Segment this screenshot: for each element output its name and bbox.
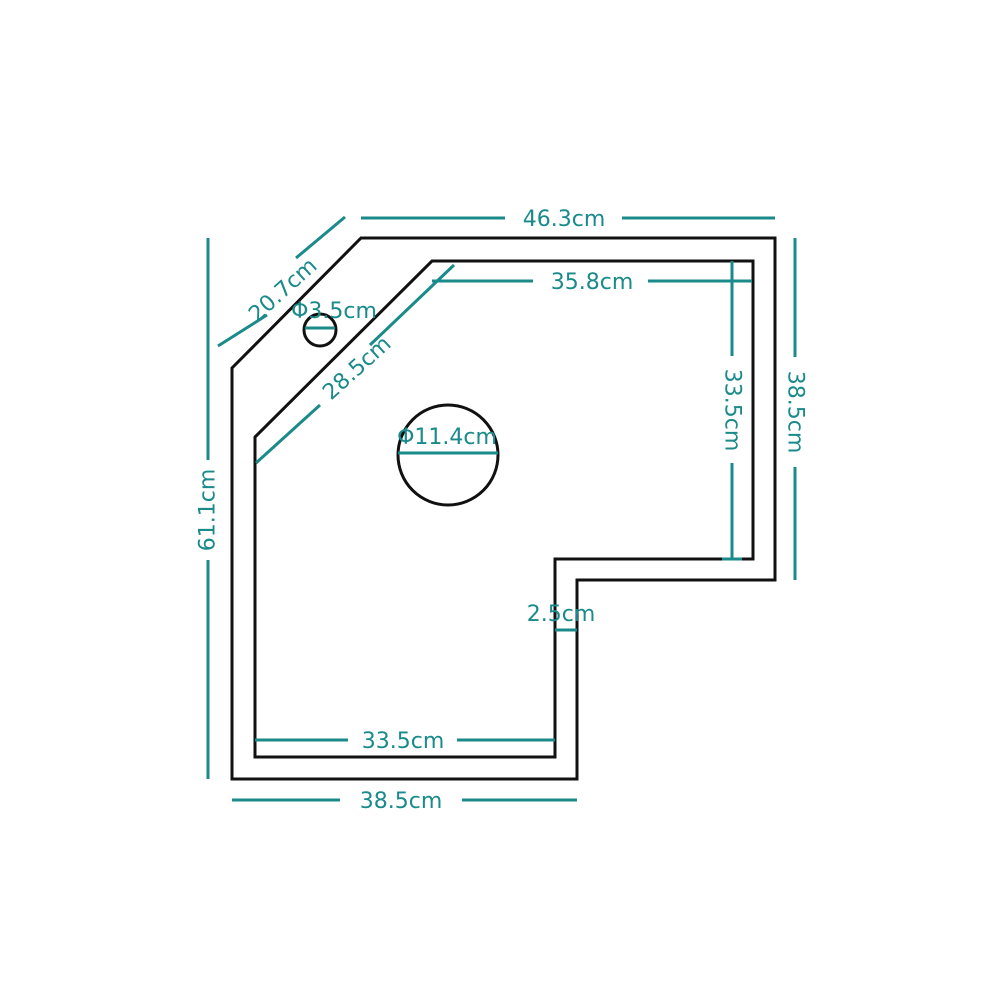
dim-top-outer: 46.3cm [361,207,775,232]
dim-drain-hole: Φ11.4cm [397,425,498,455]
dim-right-inner-label: 33.5cm [720,369,745,452]
dim-top-inner: 35.8cm [432,270,752,295]
sink-inner-outline [253,259,755,759]
dim-right-inner: 33.5cm [720,261,745,561]
dim-right-outer: 38.5cm [783,238,808,580]
dim-rim: 2.5cm [527,602,596,632]
dim-bottom-outer-label: 38.5cm [360,789,443,814]
dim-right-outer-label: 38.5cm [783,371,808,454]
dim-bottom-inner: 33.5cm [255,729,555,754]
dim-bottom-inner-label: 33.5cm [362,729,445,754]
sink-outer-outline [230,236,777,781]
drain-hole [396,403,500,507]
dim-left-outer-label: 61.1cm [196,469,221,552]
dim-drain-hole-label: Φ11.4cm [397,425,497,450]
dim-faucet-hole: Φ3.5cm [291,299,377,330]
dim-top-inner-label: 35.8cm [551,270,634,295]
dim-rim-label: 2.5cm [527,602,596,627]
faucet-hole [302,312,338,348]
dim-top-outer-label: 46.3cm [523,207,606,232]
dim-left-outer: 61.1cm [196,238,221,779]
dim-bottom-outer: 38.5cm [232,789,577,814]
dim-faucet-hole-label: Φ3.5cm [291,299,377,324]
